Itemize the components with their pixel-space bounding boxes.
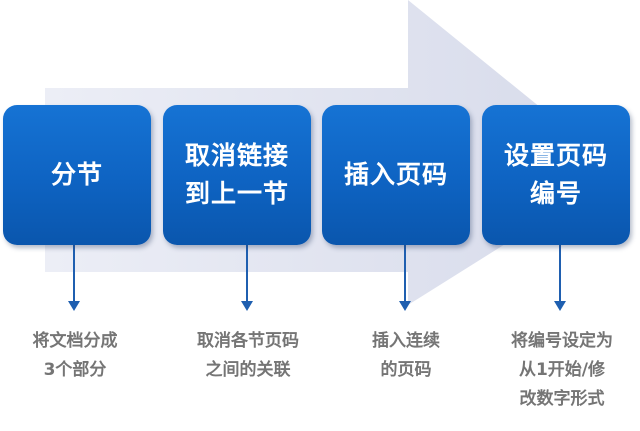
step-format-page-number: 设置页码 编号 [482, 105, 630, 245]
note-insert-page-number: 插入连续 的页码 [372, 331, 440, 380]
connector-3 [399, 244, 411, 311]
step-label: 设置页码 编号 [503, 141, 608, 208]
note-format-page-number: 将编号设定为 从1开始/修 改数字形式 [511, 331, 613, 409]
step-insert-page-number: 插入页码 [322, 105, 470, 245]
step-label: 取消链接 到上一节 [184, 141, 289, 208]
note-unlink-previous: 取消各节页码 之间的关联 [197, 331, 299, 380]
step-section-break: 分节 [3, 105, 151, 245]
step-label: 插入页码 [343, 160, 448, 189]
connectors [68, 244, 566, 311]
connector-2 [241, 244, 253, 311]
step-label: 分节 [50, 160, 103, 189]
connector-1 [68, 244, 80, 311]
connector-4 [554, 244, 566, 311]
step-unlink-previous: 取消链接 到上一节 [163, 105, 311, 245]
note-section-break: 将文档分成 3个部分 [32, 331, 118, 380]
